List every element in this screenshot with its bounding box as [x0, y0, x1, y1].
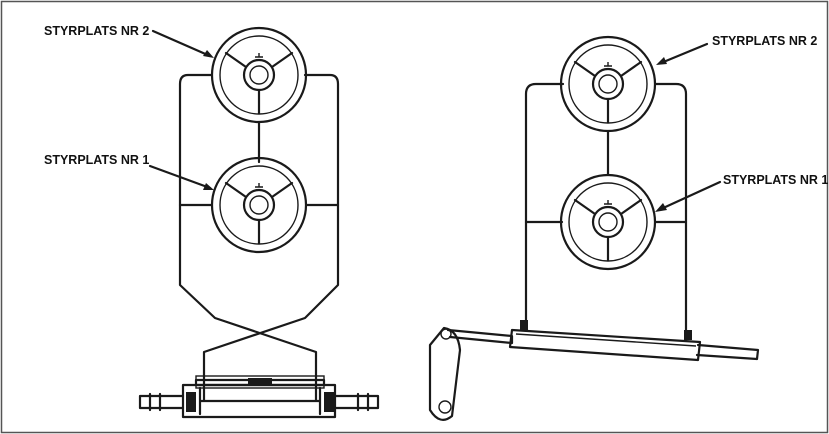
right-label-station-2: STYRPLATS NR 2 [712, 34, 817, 48]
right-steering-wheel-2 [559, 35, 657, 133]
right-arrow-station-2 [659, 42, 709, 65]
left-hydraulic-cylinder [138, 375, 380, 419]
left-label-station-2: STYRPLATS NR 2 [44, 24, 149, 38]
left-hydraulic-system [138, 26, 380, 419]
right-hose-loop [524, 82, 688, 337]
right-hydraulic-system [428, 35, 760, 421]
left-arrow-station-2 [151, 29, 212, 58]
left-arrow-station-1 [148, 164, 212, 190]
left-label-station-1: STYRPLATS NR 1 [44, 153, 149, 167]
left-steering-wheel-1 [210, 156, 308, 254]
right-hydraulic-cylinder [428, 320, 760, 421]
left-steering-wheel-2 [210, 26, 308, 124]
right-steering-wheel-1 [559, 173, 657, 271]
left-hose-loop [178, 73, 340, 402]
tiller-arm [446, 328, 514, 345]
right-label-station-1: STYRPLATS NR 1 [723, 173, 828, 187]
right-arrow-station-1 [659, 180, 722, 211]
